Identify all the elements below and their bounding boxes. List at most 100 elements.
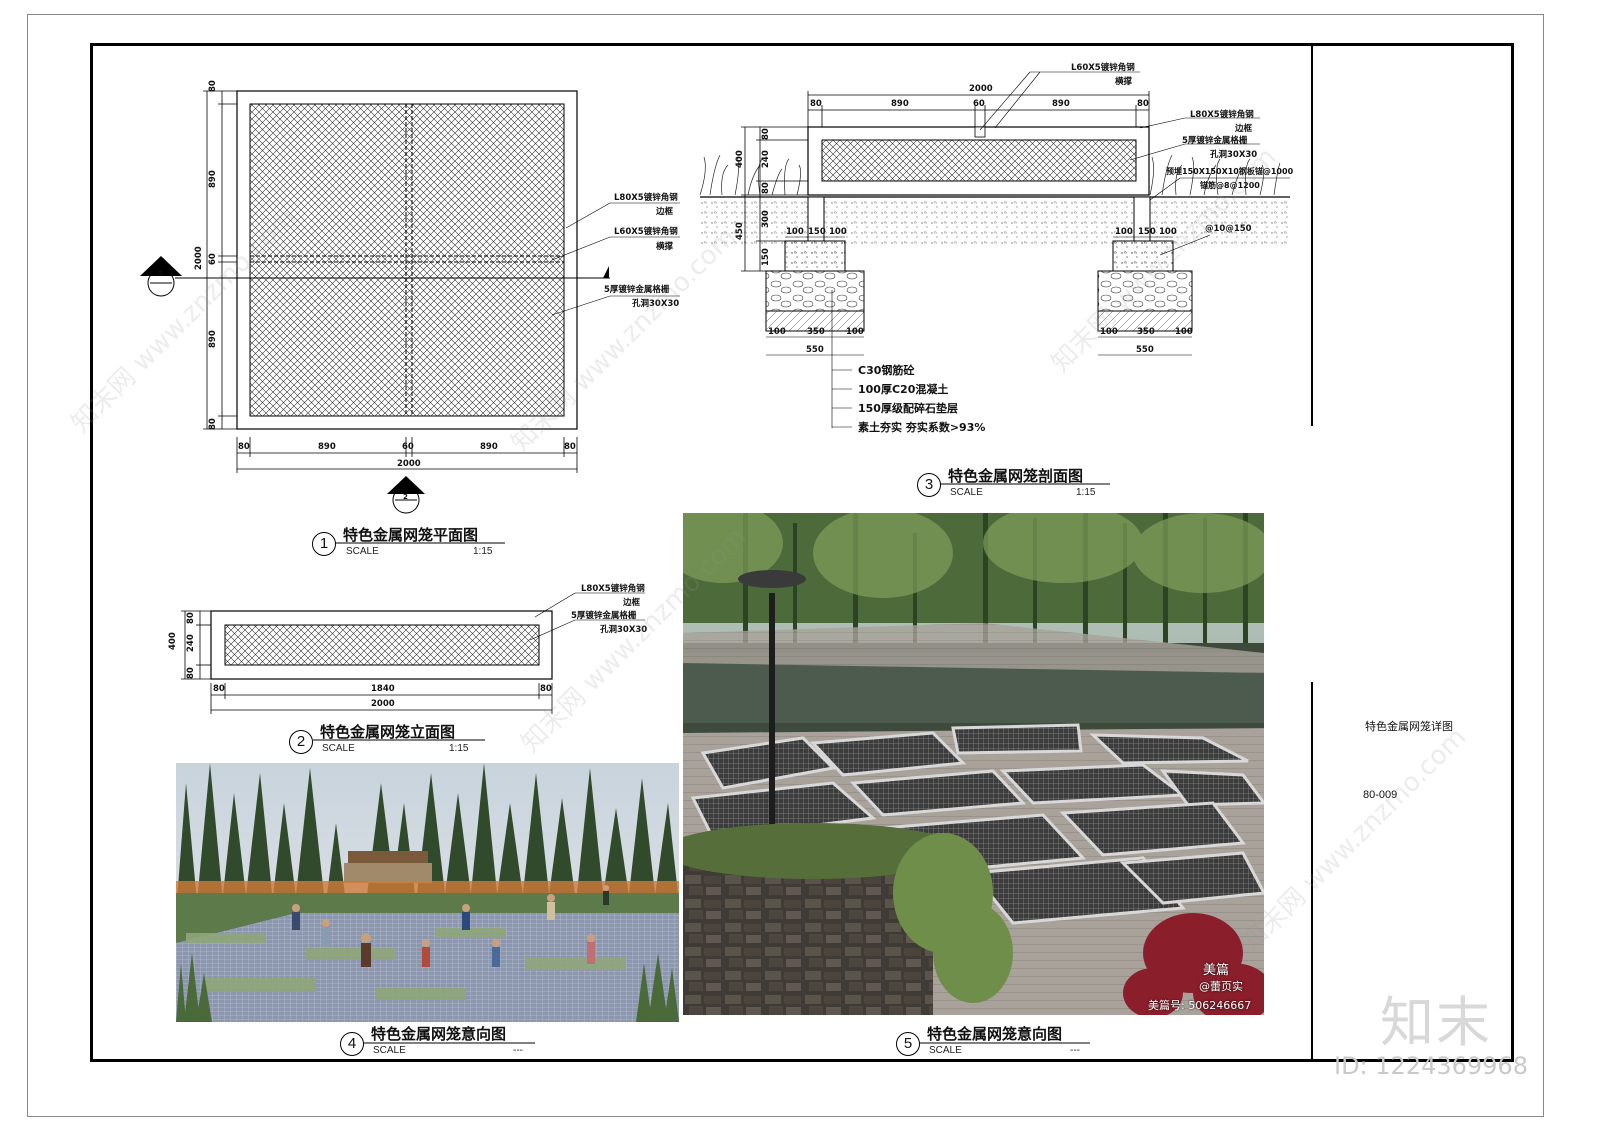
d1-title: 特色金属网笼平面图 [343, 526, 479, 544]
d2-number-circle: 2 [289, 730, 313, 754]
d2-dim-total: 2000 [371, 699, 395, 709]
d3-footing-l-5: 100 [846, 327, 864, 337]
d5-number-circle: 5 [896, 1032, 920, 1056]
d2-dim-v-1: 80 [186, 612, 196, 624]
d3-footing-r-3: 100 [1100, 327, 1118, 337]
brand-logo-text: 知末 [1380, 991, 1492, 1054]
d3-footing-l-1: 150 [808, 227, 826, 237]
d3-footing-r-6: 550 [1136, 345, 1154, 355]
sheet-number: 80-009 [1363, 789, 1398, 801]
d3-footing-r-2: 100 [1159, 227, 1177, 237]
d3-dim-left-2: 240 [761, 150, 771, 168]
d1-number-circle: 1 [312, 532, 336, 556]
d5-scale-label: SCALE [929, 1045, 962, 1056]
d3-footing-r-4: 350 [1137, 327, 1155, 337]
d1-dim-v-1: 890 [208, 170, 218, 188]
d2-dim-h-2: 80 [540, 684, 552, 694]
d1-dim-h-4: 80 [564, 442, 576, 452]
d1-section-mark-left: 3 [158, 270, 163, 278]
sheet-title: 特色金属网笼详图 [1365, 720, 1453, 733]
d3-ann-r-3: 孔洞30X30 [1210, 150, 1258, 160]
d2-scale-ratio: 1:15 [449, 743, 469, 754]
d3-dim-top-5: 80 [1137, 99, 1149, 109]
site-photo-mesh-cages: 美篇 @蕾页实 美篇号: 506246667 [683, 513, 1264, 1015]
d4-scale-ratio: --- [513, 1045, 523, 1056]
d3-dim-left-4: 300 [761, 210, 771, 228]
d2-dim-h-0: 80 [213, 684, 225, 694]
d3-dim-left-5: 450 [735, 222, 745, 240]
d3-dim-total: 2000 [969, 84, 993, 94]
d3-footing-r-0: 100 [1115, 227, 1133, 237]
d3-dim-left-3: 80 [761, 182, 771, 194]
d2-dim-h-1: 1840 [371, 684, 395, 694]
d3-title: 特色金属网笼剖面图 [948, 467, 1084, 485]
drawing-frame [90, 43, 1514, 1062]
d3-ann-top-1: 横撑 [1115, 77, 1133, 87]
d1-scale-label: SCALE [346, 546, 379, 557]
d1-ann-4: 5厚镀锌金属格栅 [604, 285, 670, 295]
d3-dim-left-6: 150 [761, 248, 771, 266]
d3-footing-l-6: 550 [806, 345, 824, 355]
d3-material-0: C30钢筋砼 [858, 364, 915, 377]
d1-ann-2: L60X5镀锌角钢 [614, 227, 678, 237]
d3-material-2: 150厚级配碎石垫层 [858, 402, 958, 415]
d3-ann-r-5: 锚筋@8@1200 [1200, 181, 1260, 190]
d3-material-1: 100厚C20混凝土 [858, 383, 949, 396]
render-image-mesh-cages [176, 763, 679, 1022]
title-column-divider-bottom [1311, 682, 1313, 1062]
d3-footing-r-5: 100 [1175, 327, 1193, 337]
d3-footing-l-4: 350 [807, 327, 825, 337]
d1-dim-v-total: 2000 [194, 246, 204, 270]
d1-dim-v-3: 60 [208, 253, 218, 265]
title-column-divider-top [1311, 43, 1313, 426]
d1-dim-h-1: 890 [318, 442, 336, 452]
d2-ann-1: 边框 [623, 598, 641, 608]
photo-caption-id: 美篇号: 506246667 [1148, 999, 1252, 1012]
d1-dim-h-2: 60 [402, 442, 414, 452]
d3-ann-r-1: 边框 [1235, 124, 1253, 134]
d3-scale-label: SCALE [950, 487, 983, 498]
d3-scale-ratio: 1:15 [1076, 487, 1096, 498]
photo-caption-author: @蕾页实 [1199, 980, 1243, 993]
d3-material-3: 素土夯实 夯实系数>93% [858, 421, 986, 434]
d3-dim-top-1: 80 [810, 99, 822, 109]
d2-dim-v-2: 240 [186, 634, 196, 652]
d3-ann-r-0: L80X5镀锌角钢 [1190, 110, 1254, 120]
d3-footing-r-1: 150 [1138, 227, 1156, 237]
d1-dim-v-5: 80 [208, 418, 218, 430]
d3-ann-r-2: 5厚镀锌金属格栅 [1182, 136, 1248, 146]
d2-ann-3: 孔洞30X30 [600, 625, 648, 635]
d2-dim-v-3: 80 [186, 667, 196, 679]
d1-ann-3: 横撑 [656, 242, 674, 252]
d3-dim-top-2: 890 [891, 99, 909, 109]
d1-dim-total: 2000 [397, 459, 421, 469]
d3-dim-top-4: 890 [1052, 99, 1070, 109]
d1-dim-v-0: 80 [208, 80, 218, 92]
d3-dim-left-1: 400 [735, 150, 745, 168]
d2-ann-2: 5厚镀锌金属格栅 [571, 611, 637, 621]
d2-scale-label: SCALE [322, 743, 355, 754]
d3-ann-r-4: 预埋150X150X10钢板锚@1000 [1166, 167, 1294, 176]
d1-ann-0: L80X5镀锌角钢 [614, 193, 678, 203]
d3-footing-l-3: 100 [768, 327, 786, 337]
d5-scale-ratio: --- [1070, 1045, 1080, 1056]
sheet-outer-border [27, 14, 1544, 1117]
d2-ann-0: L80X5镀锌角钢 [581, 584, 645, 594]
d3-dim-left-0: 80 [761, 128, 771, 140]
d1-dim-h-3: 890 [480, 442, 498, 452]
d1-section-mark-bottom: 2 [403, 493, 408, 501]
d4-title: 特色金属网笼意向图 [371, 1025, 507, 1043]
d2-dim-v-total: 400 [168, 632, 178, 650]
d1-ann-1: 边框 [656, 207, 674, 217]
d5-title: 特色金属网笼意向图 [927, 1025, 1063, 1043]
d4-scale-label: SCALE [373, 1045, 406, 1056]
d3-ann-r-6: @10@150 [1205, 224, 1252, 234]
d4-number-circle: 4 [340, 1032, 364, 1056]
d3-footing-l-0: 100 [786, 227, 804, 237]
d3-ann-top-0: L60X5镀锌角钢 [1071, 63, 1135, 73]
asset-id: ID: 1224369968 [1334, 1052, 1528, 1080]
photo-caption-brand: 美篇 [1203, 963, 1230, 978]
d1-dim-v-4: 890 [208, 330, 218, 348]
d3-number-circle: 3 [917, 473, 941, 497]
